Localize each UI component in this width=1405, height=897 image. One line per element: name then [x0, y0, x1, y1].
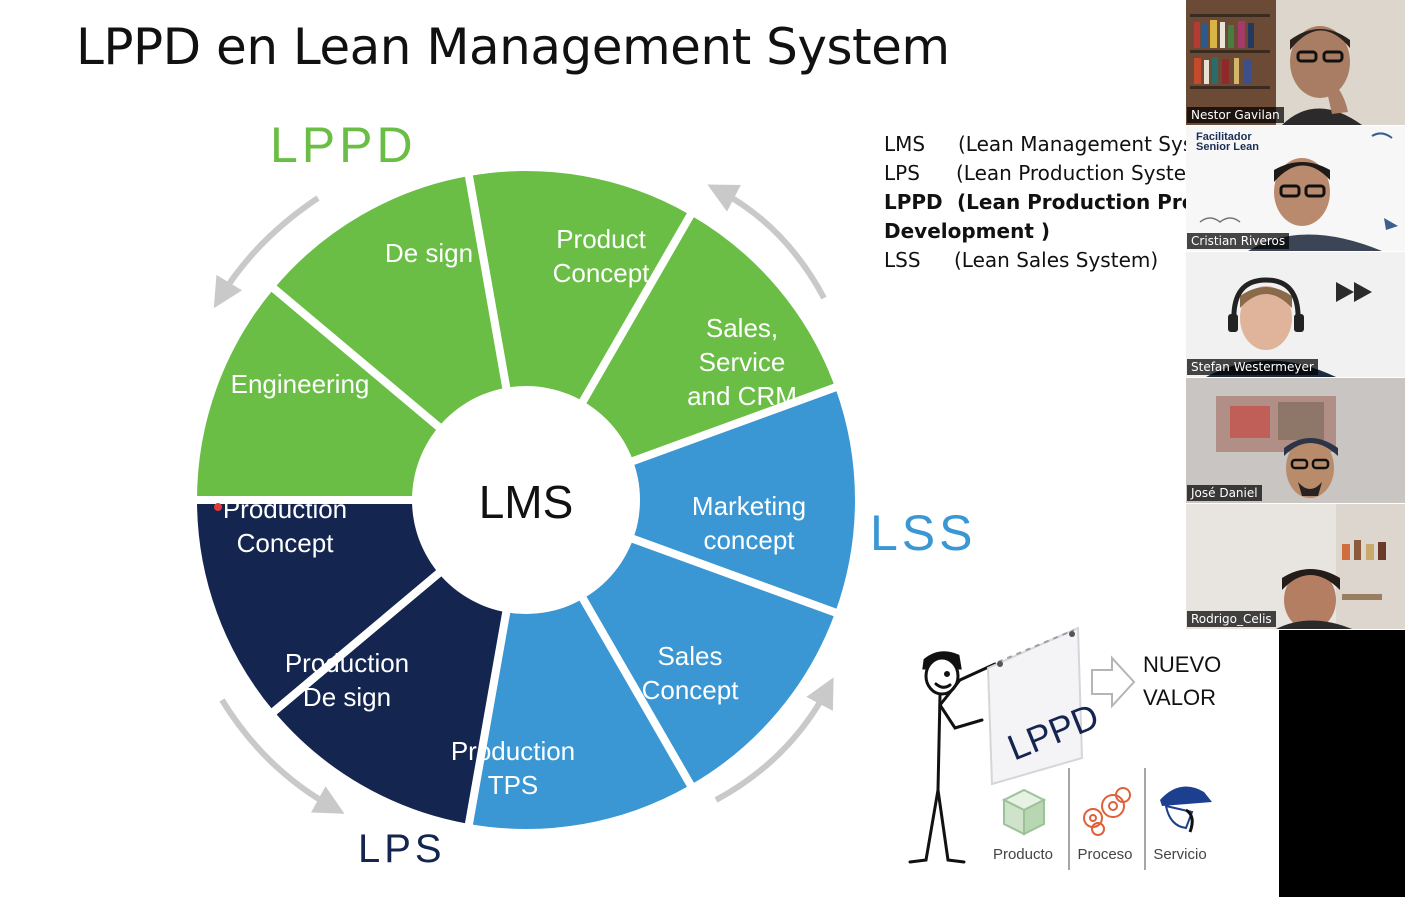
legend-desc-continuation: Development ) [884, 219, 1050, 243]
participant-badge: Facilitador Senior Lean [1196, 131, 1259, 153]
legend-desc: (Lean Sales System) [954, 248, 1159, 272]
participant-name: Nestor Gavilan [1187, 107, 1284, 123]
segment-label-line: Concept [553, 258, 651, 288]
segment-label-line: Production [451, 736, 575, 766]
participant-name: Cristian Riveros [1187, 233, 1290, 249]
participant-name: José Daniel [1187, 485, 1262, 501]
participant-name: Stefan Westermeyer [1187, 359, 1318, 375]
segment-label-line: De sign [303, 682, 391, 712]
wheel-center [412, 386, 640, 614]
segment-label-line: Sales [657, 641, 722, 671]
badge-line: Facilitador [1196, 131, 1252, 143]
segment-label-line: Marketing [692, 491, 806, 521]
legend-desc: (Lean Production Proce [957, 190, 1186, 214]
participant-tile[interactable]: Cristian Riveros [1186, 126, 1405, 251]
segment-label-line: Engineering [231, 369, 370, 399]
video-feed [1186, 126, 1405, 251]
segment-label-line: concept [703, 525, 795, 555]
video-feed [1186, 378, 1405, 503]
segment-label-line: Service [699, 347, 786, 377]
ring-label-lps: LPS [358, 827, 446, 871]
legend-abbr: LMS [884, 132, 926, 156]
segment-label: Production De sign [285, 648, 409, 712]
segment-label-line: Production [285, 648, 409, 678]
legend-abbr: LPPD [884, 190, 943, 214]
wheel-segment [514, 380, 863, 620]
ring-label-lss: LSS [870, 505, 977, 561]
video-feed [1186, 504, 1405, 629]
legend-abbr: LPS [884, 161, 920, 185]
laser-pointer-dot [214, 503, 222, 511]
segment-label: Sales, Service and CRM [687, 313, 797, 411]
cycle-arrow-lps [219, 698, 345, 814]
segment-label: De sign [385, 238, 473, 268]
center-label: LMS [479, 476, 574, 528]
participant-tile[interactable]: Stefan Westermeyer [1186, 252, 1405, 377]
legend: LMS (Lean Management Sys LPS (Lean Produ… [884, 130, 1186, 280]
segment-label-line: Product [556, 224, 646, 254]
segment-label-line: De sign [385, 238, 473, 268]
segment-label-line: Concept [642, 675, 740, 705]
segment-label: Engineering [231, 369, 370, 399]
video-feed [1186, 0, 1405, 125]
segment-label-line: Sales, [706, 313, 778, 343]
participant-name: Rodrigo_Celis [1187, 611, 1276, 627]
segment-label: Marketing concept [692, 491, 806, 555]
ring-label-lppd: LPPD [270, 117, 417, 173]
cycle-arrow-lss-top [707, 184, 827, 300]
participant-gallery: Nestor Gavilan Cristian Riveros Facilita… [1186, 0, 1405, 630]
participant-tile[interactable]: Rodrigo_Celis [1186, 504, 1405, 629]
legend-abbr: LSS [884, 248, 921, 272]
participant-tile[interactable]: José Daniel [1186, 378, 1405, 503]
segment-label-line: Concept [237, 528, 335, 558]
legend-desc: (Lean Production Syster [956, 161, 1186, 185]
participant-tile[interactable]: Nestor Gavilan [1186, 0, 1405, 125]
empty-video-area [1279, 630, 1405, 897]
cycle-arrow-lppd [213, 195, 320, 309]
badge-line: Senior Lean [1196, 141, 1259, 153]
legend-desc: (Lean Management Sys [958, 132, 1186, 156]
cycle-arrow-lss-bottom [714, 677, 834, 803]
segment-label-line: and CRM [687, 381, 797, 411]
slide-title: LPPD en Lean Management System [76, 18, 950, 76]
video-feed [1186, 252, 1405, 377]
segment-label-line: Production [223, 494, 347, 524]
segment-label-line: TPS [488, 770, 539, 800]
